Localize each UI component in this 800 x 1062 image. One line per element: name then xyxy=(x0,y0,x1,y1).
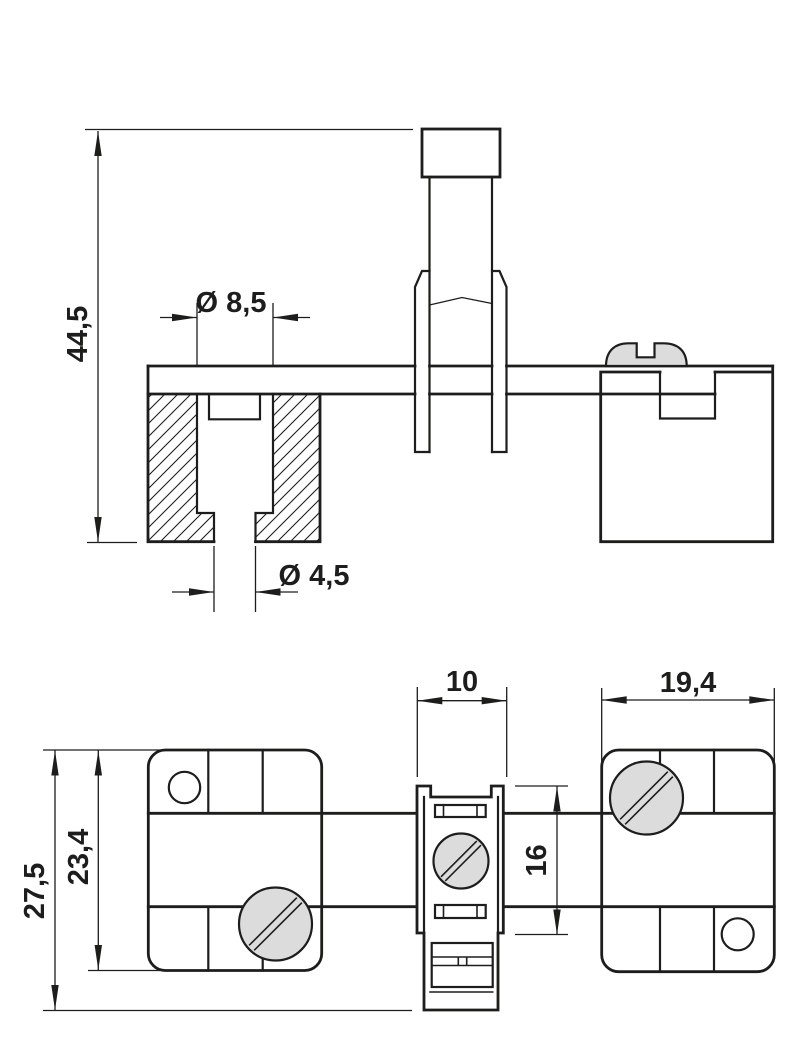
arrow-right-icon xyxy=(189,588,214,596)
arrow-right-icon xyxy=(481,697,507,705)
section-block xyxy=(146,364,322,544)
dim-end-block-width: 19,4 xyxy=(601,667,775,762)
arrow-left-icon xyxy=(255,588,281,596)
clamp-lower-slot xyxy=(433,903,487,920)
arrow-down-icon xyxy=(94,945,102,970)
front-view: 44,5 Ø 8,5 Ø 4,5 xyxy=(62,127,775,612)
clamp-screw-tip xyxy=(429,296,493,306)
arrow-up-icon xyxy=(553,786,561,812)
clamp-front xyxy=(413,127,508,454)
dim-exit-hole-diameter-label: Ø 4,5 xyxy=(279,560,350,592)
arrow-right-icon xyxy=(172,313,197,322)
dim-clamp-body-width: 10 xyxy=(416,666,508,777)
dim-overall-height-label: 44,5 xyxy=(62,306,94,362)
arrow-up-icon xyxy=(51,750,59,776)
dim-bore-lines xyxy=(160,303,310,366)
clamp-upper-slot xyxy=(433,803,487,819)
end-block-notch xyxy=(658,370,717,420)
clamp-screw-shaft xyxy=(428,175,494,454)
left-mounting-hole xyxy=(167,770,202,805)
dim-overall-depth: 27,5 xyxy=(19,749,412,1012)
arrow-up-icon xyxy=(94,131,102,156)
screw-head xyxy=(432,832,490,890)
arrow-down-icon xyxy=(553,909,561,935)
screw-head xyxy=(608,760,685,836)
clamp-top-view xyxy=(415,784,505,1012)
right-terminal-screw xyxy=(608,760,685,836)
dim-clamp-depth-label: 16 xyxy=(521,844,553,876)
end-block-front xyxy=(599,342,775,544)
busbar-front xyxy=(146,364,775,396)
end-block-outline xyxy=(599,364,775,544)
right-mounting-hole xyxy=(720,917,755,952)
dim-clamp-depth: 16 xyxy=(515,785,568,936)
dim-overall-height-lines xyxy=(85,128,413,544)
dim-end-block-depth: 23,4 xyxy=(63,750,160,972)
left-block-dividers xyxy=(207,748,264,972)
dim-block-depth-lines xyxy=(88,750,160,972)
section-hatch-right xyxy=(255,394,320,542)
dim-block-width-lines xyxy=(601,688,775,762)
screw-slot xyxy=(248,897,303,951)
clamp-body-sides xyxy=(422,795,500,935)
arrow-right-icon xyxy=(749,696,775,704)
clamp-yoke-outline xyxy=(413,269,508,454)
arrow-left-icon xyxy=(601,696,627,704)
dim-overall-depth-label: 27,5 xyxy=(19,863,51,919)
section-bore-outline xyxy=(195,392,275,543)
arrow-left-icon xyxy=(417,697,443,705)
arrow-down-icon xyxy=(94,517,102,542)
clamp-screw-top xyxy=(432,832,490,890)
left-terminal-screw xyxy=(237,886,314,962)
arrow-up-icon xyxy=(94,750,102,776)
screw-slot xyxy=(440,840,482,882)
dim-exit-hole-lines xyxy=(172,546,298,612)
dim-overall-height: 44,5 xyxy=(62,128,413,544)
dim-clamp-body-width-label: 10 xyxy=(446,666,478,698)
dim-bore-diameter: Ø 8,5 xyxy=(160,287,310,366)
section-inner-plug xyxy=(207,393,262,421)
screw-slot xyxy=(619,771,674,825)
section-hatch-left xyxy=(148,394,214,542)
dim-end-block-width-label: 19,4 xyxy=(660,667,716,699)
dim-bore-diameter-label: Ø 8,5 xyxy=(196,287,267,319)
dim-end-block-depth-label: 23,4 xyxy=(63,829,95,885)
terminal-screw-dome xyxy=(604,342,688,368)
screw-head xyxy=(237,886,314,962)
section-block-outline xyxy=(146,364,322,544)
dim-overall-depth-lines xyxy=(43,749,412,1012)
clamp-screw-head xyxy=(420,127,502,179)
arrow-left-icon xyxy=(273,313,298,322)
top-view: 10 19,4 27,5 23,4 16 xyxy=(19,666,776,1012)
dim-exit-hole-diameter: Ø 4,5 xyxy=(172,546,349,612)
arrow-down-icon xyxy=(51,985,59,1010)
clamp-wire-entry xyxy=(429,941,494,993)
